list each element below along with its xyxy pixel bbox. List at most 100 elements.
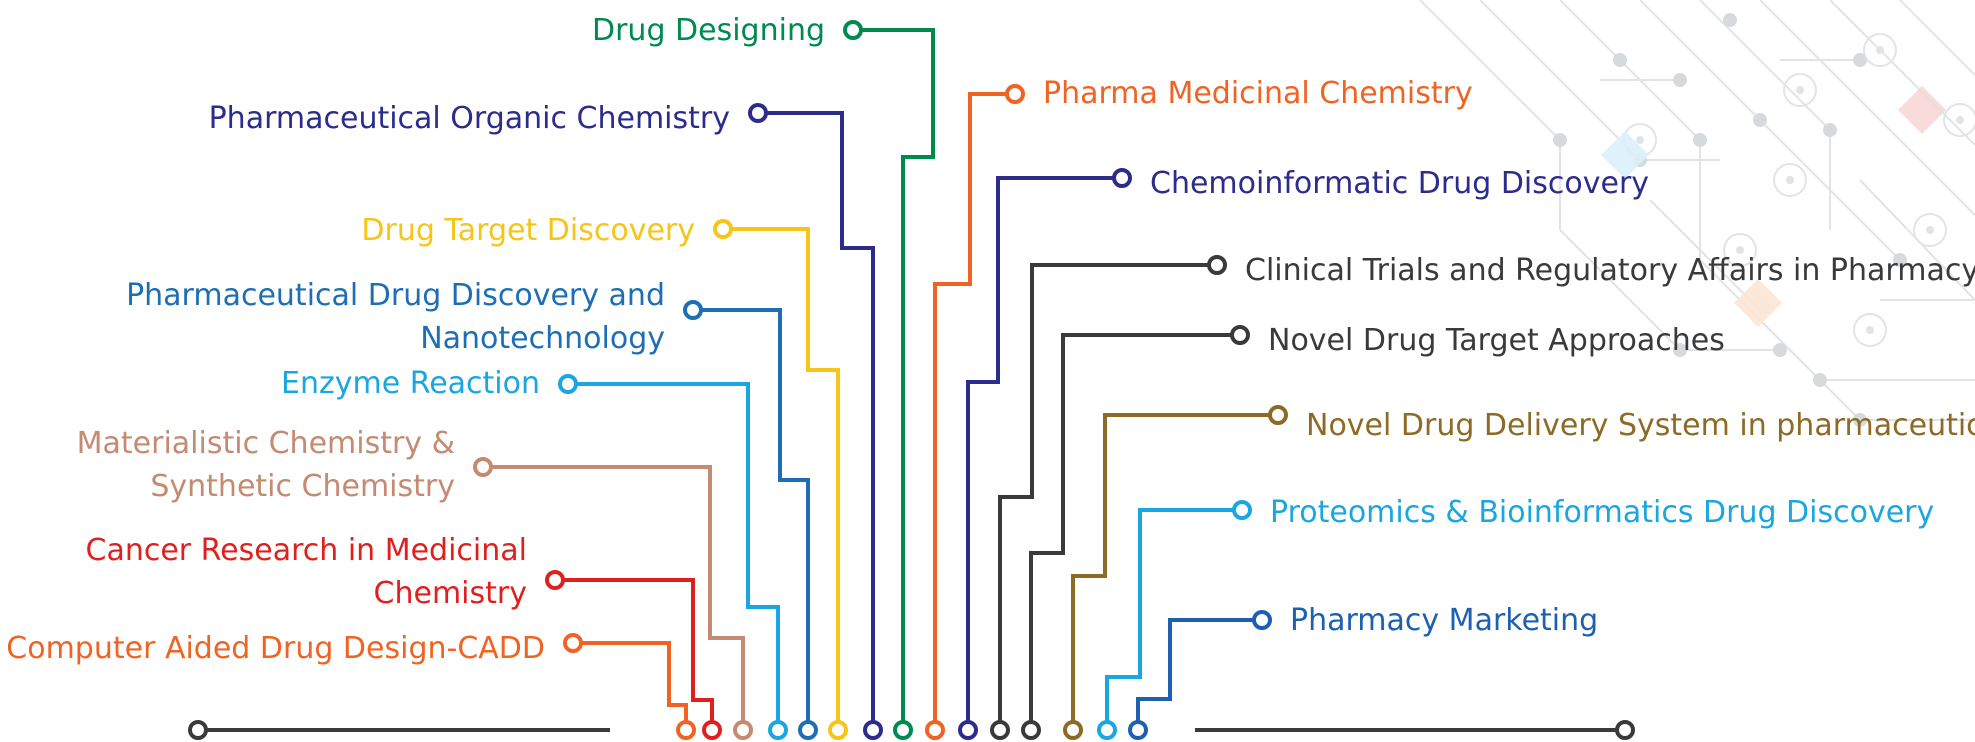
baseline-right-node — [1615, 720, 1635, 740]
circuit-ring-dot — [1636, 136, 1644, 144]
circuit-node — [1853, 53, 1867, 67]
connector-path — [564, 578, 714, 721]
connector-base-node — [925, 720, 945, 740]
connector-path — [732, 227, 840, 721]
topic-connector — [1097, 500, 1252, 740]
topic-connector — [1021, 325, 1250, 740]
connector-base-node — [828, 720, 848, 740]
connector-path — [582, 641, 688, 721]
circuit-trace — [1479, 0, 1641, 161]
connector-end-node — [1112, 168, 1132, 188]
circuit-ring — [1783, 73, 1817, 107]
connector-path — [1029, 333, 1231, 721]
topic-label: Materialistic Chemistry & Synthetic Chemi… — [77, 426, 455, 504]
topic-label-line: Synthetic Chemistry — [150, 469, 455, 504]
topic-label: Enzyme Reaction — [281, 366, 540, 401]
connector-end-node — [1252, 610, 1272, 630]
circuit-ring-dot — [1786, 176, 1794, 184]
circuit-background-decoration — [1419, 0, 1975, 427]
connector-base-node — [893, 720, 913, 740]
connector-end-node — [843, 20, 863, 40]
connector-path — [492, 465, 745, 721]
connector-path — [998, 263, 1208, 721]
circuit-trace — [1739, 299, 1861, 421]
circuit-node — [1853, 413, 1867, 427]
circuit-node — [1613, 53, 1627, 67]
topic-label: Novel Drug Delivery System in pharmaceut… — [1306, 408, 1975, 443]
circuit-node — [1813, 373, 1827, 387]
baseline-left-node — [188, 720, 208, 740]
circuit-node — [1693, 133, 1707, 147]
connector-path — [767, 111, 875, 721]
circuit-node — [1673, 343, 1687, 357]
topic-connector — [563, 633, 696, 740]
connector-end-node — [748, 103, 768, 123]
topic-connector — [545, 570, 722, 740]
circuit-node — [1823, 123, 1837, 137]
connector-path — [1105, 508, 1233, 721]
circuit-ring-dot — [1956, 116, 1964, 124]
connector-end-node — [545, 570, 565, 590]
circuit-trace — [1559, 229, 1681, 351]
circuit-trace — [1829, 0, 1975, 146]
connector-base-node — [702, 720, 722, 740]
baseline — [188, 720, 1635, 740]
connector-end-node — [1230, 325, 1250, 345]
topic-connector — [748, 103, 883, 740]
topic-label: Novel Drug Target Approaches — [1268, 323, 1725, 358]
accent-diamond — [1897, 85, 1947, 135]
connector-path — [1071, 413, 1269, 721]
connector-end-node — [1268, 405, 1288, 425]
circuit-node — [1753, 113, 1767, 127]
connector-path — [577, 382, 780, 721]
topic-connector — [558, 374, 788, 740]
topic-label: Drug Target Discovery — [361, 213, 695, 248]
topic-connector — [1128, 610, 1272, 740]
connector-end-node — [683, 300, 703, 320]
topic-label: Clinical Trials and Regulatory Affairs i… — [1245, 253, 1975, 288]
circuit-node — [1553, 133, 1567, 147]
topic-connector — [958, 168, 1132, 740]
circuit-ring — [1913, 213, 1947, 247]
connector-base-node — [1063, 720, 1083, 740]
circuit-trace — [1559, 0, 1701, 141]
connector-path — [933, 92, 1006, 721]
connector-path — [702, 308, 810, 721]
connector-base-node — [990, 720, 1010, 740]
topic-label-line: Pharmaceutical Drug Discovery and — [126, 278, 665, 313]
circuit-ring-dot — [1796, 86, 1804, 94]
connector-base-node — [798, 720, 818, 740]
topic-connector — [713, 219, 848, 740]
topic-label: Chemoinformatic Drug Discovery — [1150, 166, 1649, 201]
connector-base-node — [768, 720, 788, 740]
circuit-ring-dot — [1926, 226, 1934, 234]
connector-path — [862, 28, 935, 721]
topic-label-line: Cancer Research in Medicinal — [86, 533, 527, 568]
topic-label: Pharma Medicinal Chemistry — [1043, 76, 1473, 111]
connector-base-node — [1128, 720, 1148, 740]
connector-base-node — [733, 720, 753, 740]
circuit-node — [1673, 73, 1687, 87]
topic-connector — [990, 255, 1227, 740]
connector-base-node — [863, 720, 883, 740]
circuit-trace — [1649, 199, 1761, 311]
circuit-ring — [1623, 123, 1657, 157]
connector-end-node — [1232, 500, 1252, 520]
topic-connector — [925, 84, 1025, 740]
circuit-trace — [1419, 0, 1561, 141]
topic-label: Pharmacy Marketing — [1290, 603, 1598, 638]
circuit-trace — [1759, 0, 1975, 216]
topic-label: Drug Designing — [592, 13, 825, 48]
circuit-ring — [1943, 103, 1975, 137]
topic-connector — [1063, 405, 1288, 740]
connector-end-node — [1005, 84, 1025, 104]
topic-label: Proteomics & Bioinformatics Drug Discove… — [1270, 495, 1934, 530]
circuit-ring — [1773, 163, 1807, 197]
topic-label-line: Materialistic Chemistry & — [77, 426, 455, 461]
circuit-ring-dot — [1876, 46, 1884, 54]
connector-end-node — [713, 219, 733, 239]
